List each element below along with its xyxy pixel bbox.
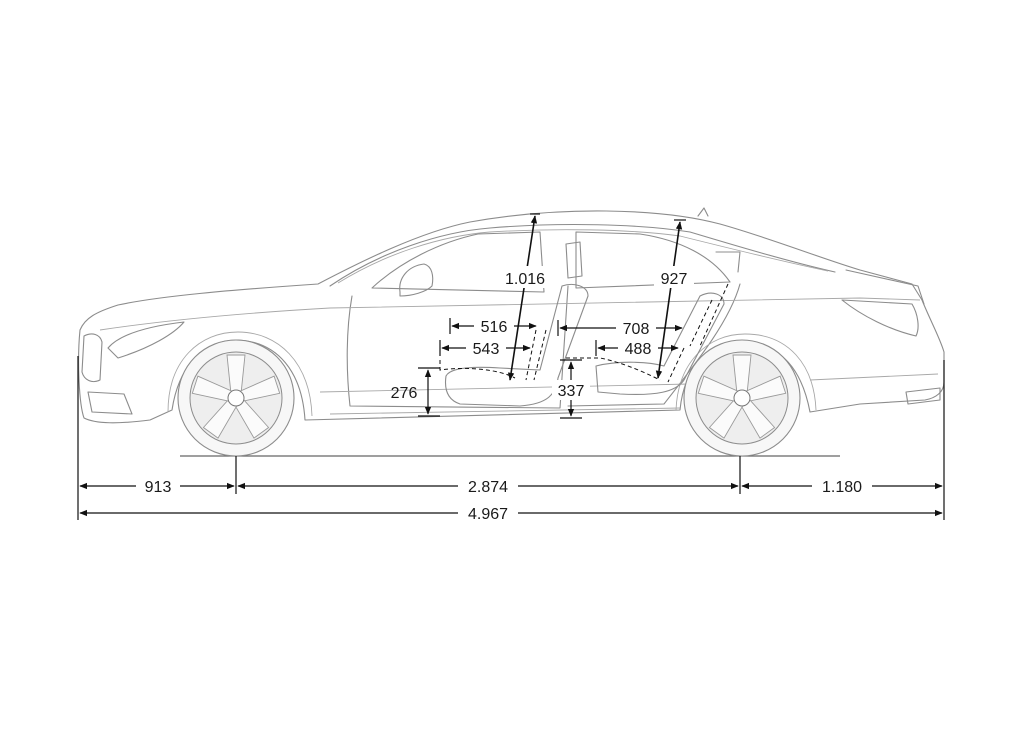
front-wheel [177,339,295,457]
dimension-lines: 913 2.874 1.180 4.967 1.016 927 516 543 [77,213,945,523]
front-seat-depth-label: 516 [481,319,508,336]
front-seat [444,283,589,407]
front-legroom-label: 543 [473,341,500,358]
front-seat-height-label: 276 [391,385,418,402]
rear-wheel [683,339,801,457]
rear-window-outline [575,231,731,289]
rear-knee-room-label: 708 [623,321,650,338]
front-headroom-label: 1.016 [505,271,545,288]
rear-seat [595,292,725,395]
front-window-outline [371,231,545,293]
exhaust-tip [905,387,941,405]
front-door-outline [346,285,569,409]
rear-headroom-label: 927 [661,271,688,288]
wheelbase-label: 2.874 [468,479,508,496]
side-mirror [399,263,434,297]
front-bumper-intake [87,391,133,415]
car-side-profile [78,207,945,457]
headlight [107,321,185,359]
greenhouse-outline [329,223,836,287]
front-grille [81,333,103,383]
rear-seat-height-label: 337 [558,383,585,400]
front-overhang-label: 913 [145,479,172,496]
taillight [841,299,919,337]
overall-length-label: 4.967 [468,506,508,523]
rear-overhang-label: 1.180 [822,479,862,496]
rear-seat-depth-label: 488 [625,341,652,358]
